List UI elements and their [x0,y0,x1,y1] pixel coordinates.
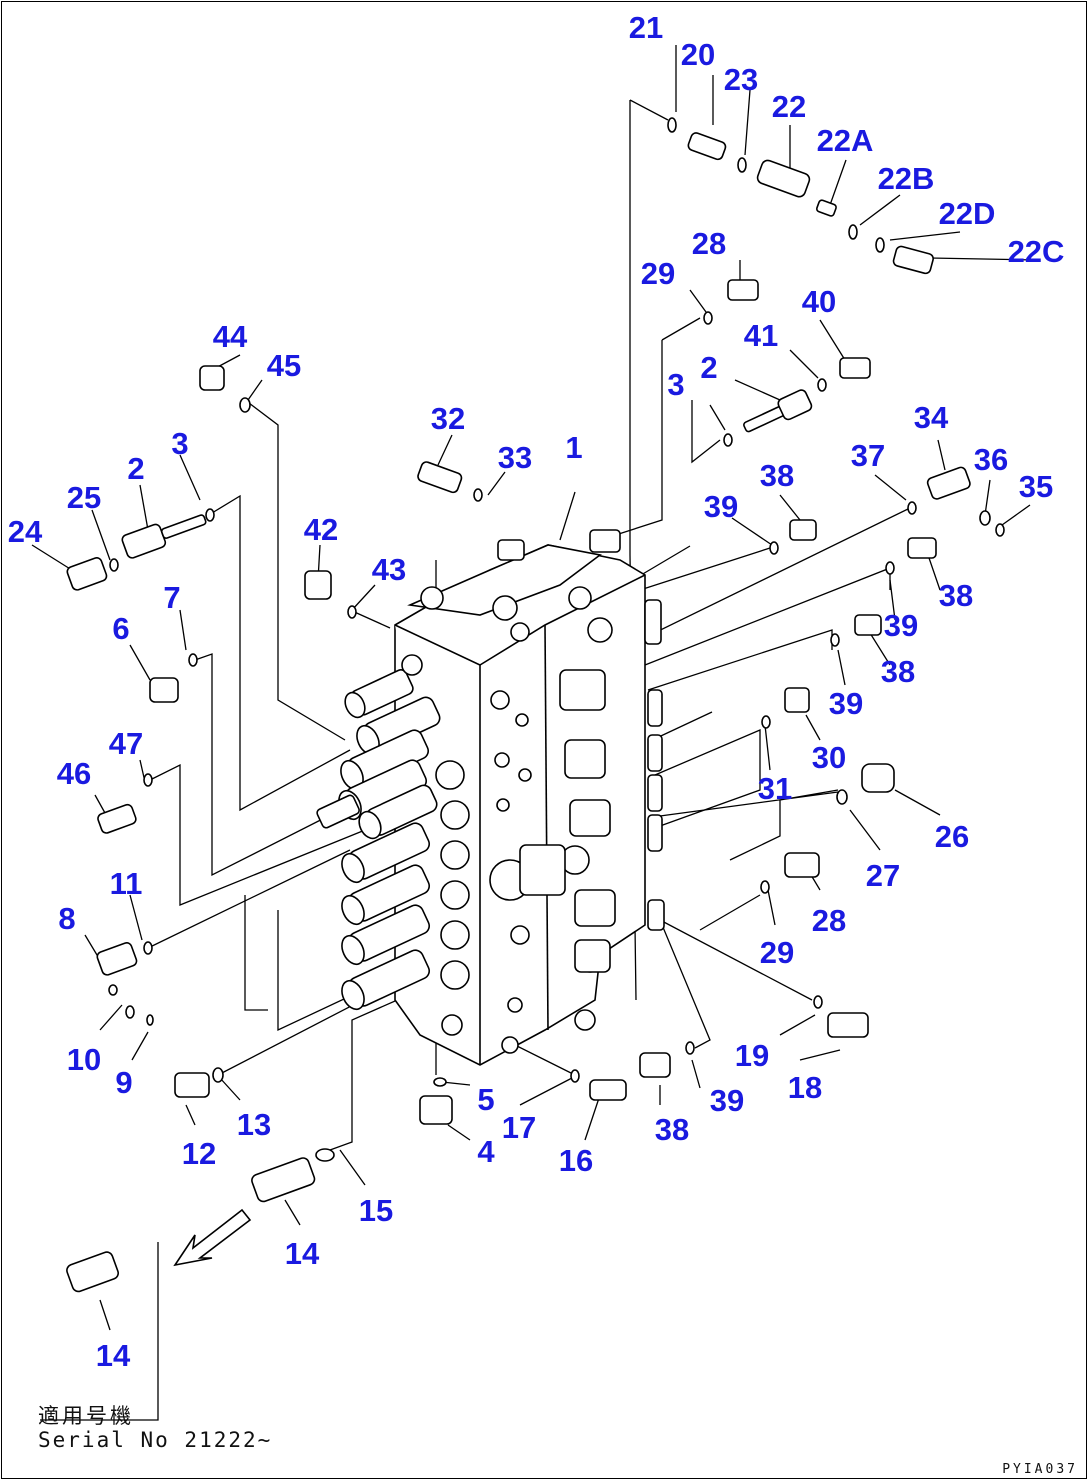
callout-c15: 15 [359,1193,393,1228]
callout-c4: 4 [477,1134,495,1169]
callout-c32: 32 [431,401,465,436]
callout-c1: 1 [565,430,582,465]
callout-c47: 47 [109,726,143,761]
callout-c22a: 22A [817,123,874,158]
serial-applicability-label: 適用号機 [38,1404,134,1428]
flow-arrow [173,1208,252,1267]
callout-c3a: 3 [667,367,684,402]
callout-c36: 36 [974,442,1008,477]
callout-c29b: 29 [760,935,794,970]
callout-c21: 21 [629,10,663,45]
callout-c29a: 29 [641,256,675,291]
callout-c39d: 39 [710,1083,744,1118]
solenoid-stack [316,654,470,1036]
callout-c8: 8 [58,901,75,936]
callout-c22b: 22B [878,161,935,196]
callout-c33: 33 [498,440,532,475]
callout-c38b: 38 [939,578,973,613]
callout-c31: 31 [758,771,792,806]
callout-c38a: 38 [760,458,794,493]
callout-c14a: 14 [285,1236,320,1271]
callout-c22: 22 [772,89,806,124]
body-top-fittings [420,529,621,643]
callout-c25: 25 [67,480,101,515]
serial-number-range: Serial No 21222~ [38,1428,273,1452]
callout-c41: 41 [744,318,778,353]
callout-c43: 43 [372,552,406,587]
callout-c27: 27 [866,858,900,893]
callout-c34: 34 [914,400,949,435]
callout-c30: 30 [812,740,846,775]
callout-c38c: 38 [881,654,915,689]
callout-c20: 20 [681,37,715,72]
callout-c12: 12 [182,1136,216,1171]
callout-c16: 16 [559,1143,593,1178]
callout-c13: 13 [237,1107,271,1142]
callout-c3b: 3 [171,426,188,461]
callout-c39a: 39 [704,489,738,524]
callout-c5: 5 [477,1082,494,1117]
callout-c38d: 38 [655,1112,689,1147]
callout-c28b: 28 [812,903,846,938]
callout-c45: 45 [267,348,301,383]
callout-c40: 40 [802,284,836,319]
callout-c28a: 28 [692,226,726,261]
callout-c17: 17 [502,1110,536,1145]
callout-c19: 19 [735,1038,769,1073]
callout-c11: 11 [110,866,143,901]
callout-c22c: 22C [1008,234,1065,269]
body-side-fittings [519,599,665,973]
callout-c7: 7 [163,580,180,615]
callout-c18: 18 [788,1070,822,1105]
callout-c37: 37 [851,438,885,473]
callout-c39b: 39 [884,608,918,643]
control-valve-body [394,529,665,1066]
leader-lines [31,45,1037,1421]
callout-c2a: 2 [700,350,717,385]
callout-c42: 42 [304,512,338,547]
callout-c26: 26 [935,819,969,854]
callout-c2b: 2 [127,451,144,486]
callout-c22d: 22D [939,196,996,231]
callout-c14b: 14 [96,1338,131,1373]
callout-c44: 44 [213,319,248,354]
callout-c24: 24 [8,514,43,549]
callout-c23: 23 [724,62,758,97]
callout-c39c: 39 [829,686,863,721]
callout-c46: 46 [57,756,91,791]
callout-c6: 6 [112,611,129,646]
callout-c9: 9 [115,1065,132,1100]
callout-c35: 35 [1019,469,1053,504]
drawing-code: PYIA037 [1002,1462,1078,1477]
callout-c10: 10 [67,1042,101,1077]
loose-fittings [66,117,1005,1293]
